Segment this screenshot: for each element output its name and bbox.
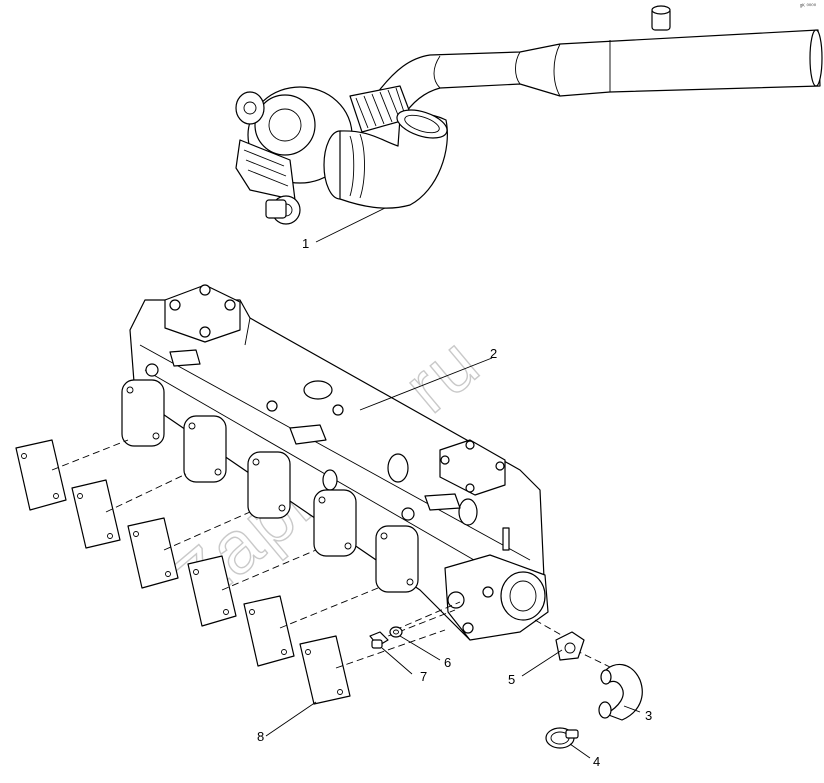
callout-4: 4 <box>593 754 600 769</box>
turbocharger-assembly <box>235 5 823 225</box>
callout-2: 2 <box>490 346 497 361</box>
callout-1: 1 <box>302 236 309 251</box>
callout-6: 6 <box>444 655 451 670</box>
washer <box>389 626 403 638</box>
corner-code: ᵍᴷ ⁰⁰⁰⁰ <box>800 3 817 10</box>
callout-8: 8 <box>257 729 264 744</box>
callout-leaders <box>265 207 641 759</box>
exhaust-manifold <box>121 284 549 641</box>
hose-clamp <box>545 727 579 749</box>
gasket-set <box>15 439 351 705</box>
callout-3: 3 <box>645 708 652 723</box>
clamp-bracket <box>555 631 585 661</box>
callout-7: 7 <box>420 669 427 684</box>
elbow-hose <box>598 663 643 721</box>
bolt <box>369 631 389 649</box>
callout-5: 5 <box>508 672 515 687</box>
